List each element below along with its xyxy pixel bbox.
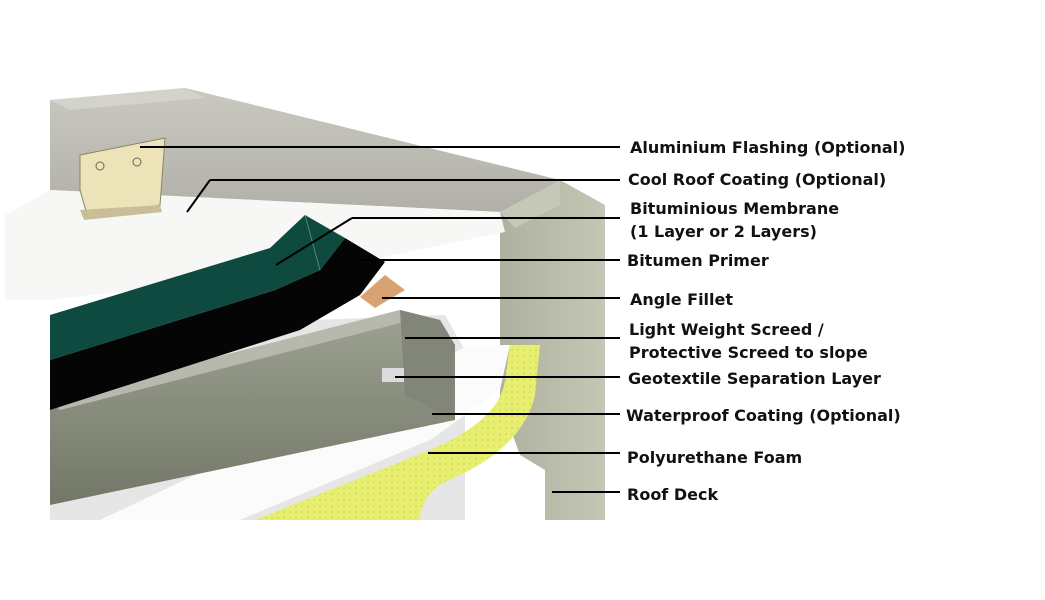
label-bituminous-membrane-line2: (1 Layer or 2 Layers) <box>630 222 817 241</box>
bitumen-membrane-green <box>50 215 345 360</box>
label-screed-line2: Protective Screed to slope <box>629 343 868 362</box>
bitumen-membrane-black <box>50 238 385 410</box>
leader-lines <box>140 146 620 493</box>
label-roof-deck: Roof Deck <box>627 485 719 504</box>
label-geotextile: Geotextile Separation Layer <box>628 369 881 388</box>
angle-fillet <box>360 275 405 308</box>
label-aluminium-flashing: Aluminium Flashing (Optional) <box>630 138 906 157</box>
label-polyurethane-foam: Polyurethane Foam <box>627 448 803 467</box>
geotextile-patch <box>382 368 404 382</box>
label-screed: Light Weight Screed / Protective Screed … <box>629 318 868 364</box>
label-bituminous-membrane: Bituminious Membrane (1 Layer or 2 Layer… <box>630 197 839 243</box>
label-waterproof-coating: Waterproof Coating (Optional) <box>626 406 901 425</box>
leader-membrane <box>275 217 353 266</box>
label-cool-roof-coating: Cool Roof Coating (Optional) <box>628 170 887 189</box>
label-bitumen-primer: Bitumen Primer <box>627 251 769 270</box>
aluminium-flashing <box>79 137 166 220</box>
polyurethane-foam <box>255 345 540 520</box>
leader-cool-roof <box>186 179 211 213</box>
label-bituminous-membrane-line1: Bituminious Membrane <box>630 199 840 218</box>
side-wall <box>500 180 605 520</box>
label-screed-line1: Light Weight Screed / <box>629 320 824 339</box>
label-angle-fillet: Angle Fillet <box>630 290 734 309</box>
